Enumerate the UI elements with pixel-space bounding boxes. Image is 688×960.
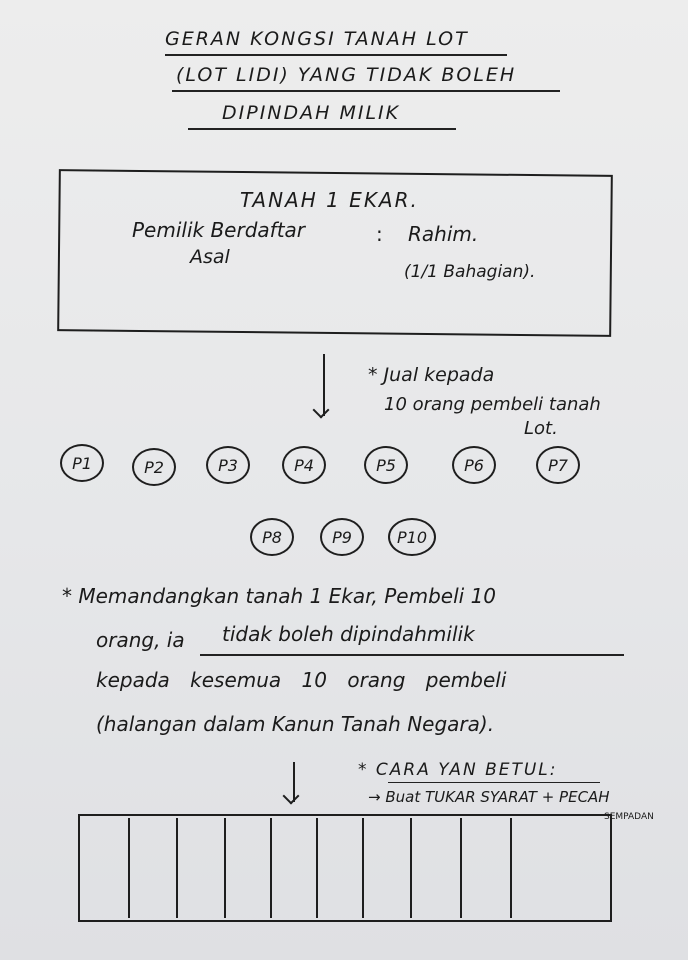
lot-divider <box>510 818 512 918</box>
lot-divider <box>410 818 412 918</box>
buyer-p8: P8 <box>250 518 294 556</box>
buyer-p10: P10 <box>388 518 436 556</box>
buyer-p5: P5 <box>364 446 408 484</box>
land-heading: TANAH 1 EKAR. <box>240 188 419 212</box>
correct-way-heading: * CARA YAN BETUL: <box>358 760 558 780</box>
correct-way-underline <box>388 782 600 783</box>
owner-label-line-1: Pemilik Berdaftar <box>132 218 306 242</box>
lot-divider <box>460 818 462 918</box>
sale-note-line-2: 10 orang pembeli tanah <box>384 394 601 415</box>
lot-divider <box>224 818 226 918</box>
buyer-p6: P6 <box>452 446 496 484</box>
explanation-line-4: (halangan dalam Kanun Tanah Negara). <box>96 712 495 736</box>
buyer-p1: P1 <box>60 444 104 482</box>
lot-divider <box>362 818 364 918</box>
title-line-3: DIPINDAH MILIK <box>222 102 401 124</box>
explanation-line-2b: tidak boleh dipindahmilik <box>222 622 475 646</box>
lot-divider <box>128 818 130 918</box>
explanation-line-3: kepada kesemua 10 orang pembeli <box>96 668 507 692</box>
subdivided-lots-box <box>78 814 612 922</box>
title-underline-2 <box>172 90 560 92</box>
lot-divider <box>176 818 178 918</box>
buyer-p2: P2 <box>132 448 176 486</box>
correct-way-line-3: SEMPADAN <box>604 812 654 822</box>
title-underline-3 <box>188 128 456 130</box>
buyer-p9: P9 <box>320 518 364 556</box>
owner-colon: : <box>376 222 383 246</box>
owner-name: Rahim. <box>408 222 479 246</box>
arrow-down-icon <box>312 354 334 420</box>
owner-label-line-2: Asal <box>190 246 230 268</box>
buyer-p3: P3 <box>206 446 250 484</box>
explanation-line-1: * Memandangkan tanah 1 Ekar, Pembeli 10 <box>62 584 497 608</box>
title-line-1: GERAN KONGSI TANAH LOT <box>165 28 469 50</box>
arrow-down-icon <box>282 762 304 806</box>
title-line-2: (LOT LIDI) YANG TIDAK BOLEH <box>176 64 517 86</box>
lot-divider <box>270 818 272 918</box>
buyer-p4: P4 <box>282 446 326 484</box>
sale-note-line-1: * Jual kepada <box>368 364 495 386</box>
title-underline-1 <box>165 54 507 56</box>
lot-divider <box>316 818 318 918</box>
explanation-line-2a: orang, ia <box>96 628 185 652</box>
explanation-underline <box>200 654 624 656</box>
owner-share: (1/1 Bahagian). <box>404 262 536 282</box>
correct-way-line-2: → Buat TUKAR SYARAT + PECAH <box>368 788 610 806</box>
sale-note-line-3: Lot. <box>524 418 558 439</box>
buyer-p7: P7 <box>536 446 580 484</box>
